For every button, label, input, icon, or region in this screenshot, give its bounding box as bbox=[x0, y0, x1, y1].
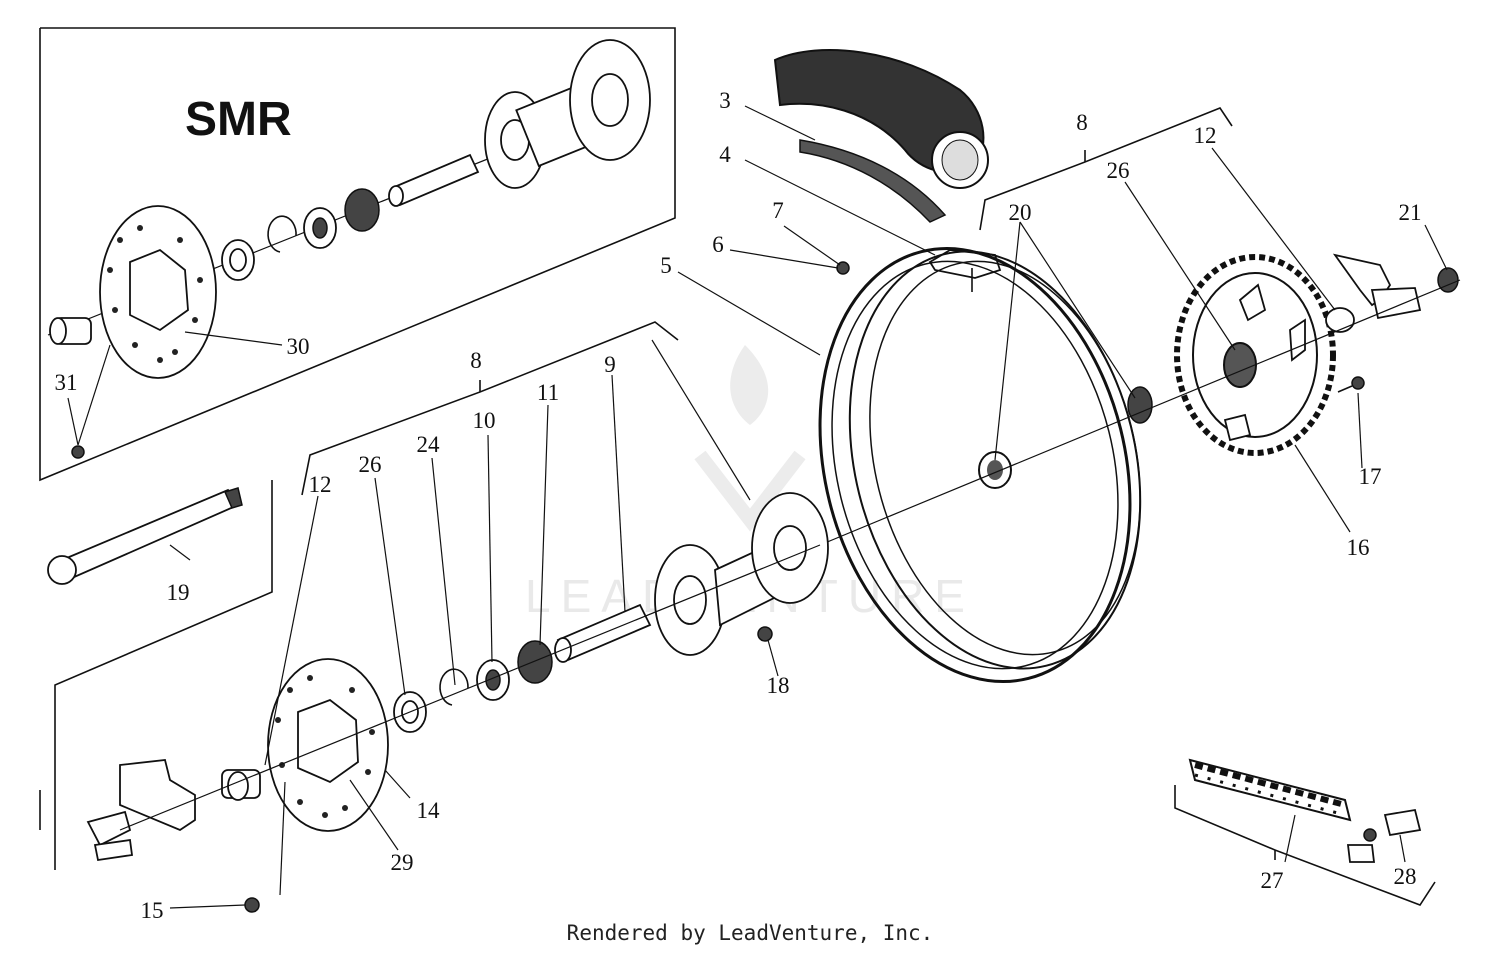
sprocket bbox=[1174, 254, 1336, 456]
inset-spacer bbox=[388, 153, 480, 207]
axle-nut bbox=[1437, 267, 1459, 293]
disc-bolt bbox=[244, 897, 260, 913]
callout-6: 6 bbox=[712, 232, 724, 257]
spacer-left bbox=[221, 769, 261, 801]
callout-31: 31 bbox=[55, 370, 78, 395]
tire bbox=[773, 49, 989, 189]
bearing bbox=[476, 659, 510, 701]
callout-11: 11 bbox=[537, 380, 559, 405]
callout-19: 19 bbox=[167, 580, 190, 605]
callout-27: 27 bbox=[1261, 868, 1284, 893]
inset-title: SMR bbox=[185, 93, 292, 146]
callout-26-right: 26 bbox=[1107, 158, 1130, 183]
needle-bearing bbox=[517, 640, 553, 684]
inset-collar bbox=[49, 317, 92, 345]
chain-adjuster-right bbox=[1332, 253, 1422, 320]
callout-24: 24 bbox=[417, 432, 441, 457]
callout-28: 28 bbox=[1394, 864, 1417, 889]
callout-labels: 3 4 5 6 7 8 8 9 10 11 12 12 14 15 16 17 … bbox=[141, 88, 1422, 923]
inset-brake-disc bbox=[99, 205, 217, 379]
callout-26-left: 26 bbox=[359, 452, 382, 477]
callout-12-left: 12 bbox=[309, 472, 332, 497]
wheel-rim bbox=[818, 246, 1142, 684]
callout-17: 17 bbox=[1359, 464, 1382, 489]
callout-15: 15 bbox=[141, 898, 164, 923]
chain-adjuster-left bbox=[86, 759, 196, 862]
callout-20: 20 bbox=[1009, 200, 1032, 225]
spacer-right bbox=[1325, 307, 1355, 333]
leader-lines bbox=[169, 105, 1448, 909]
rim-strip bbox=[799, 139, 947, 223]
callout-12-right: 12 bbox=[1194, 123, 1217, 148]
inset-seal bbox=[221, 239, 255, 281]
callout-9: 9 bbox=[604, 352, 616, 377]
master-link bbox=[1346, 808, 1422, 863]
rim-lock bbox=[928, 249, 1002, 292]
callout-14: 14 bbox=[417, 798, 441, 823]
callout-5: 5 bbox=[660, 253, 672, 278]
rear-hub bbox=[654, 492, 829, 656]
callout-18: 18 bbox=[767, 673, 790, 698]
callout-10: 10 bbox=[473, 408, 496, 433]
callout-3: 3 bbox=[719, 88, 731, 113]
drive-chain bbox=[1188, 758, 1352, 822]
callout-29: 29 bbox=[391, 850, 414, 875]
inset-circlip bbox=[267, 215, 297, 253]
inset-needle-bearing bbox=[344, 188, 380, 232]
inset-hub bbox=[484, 39, 651, 189]
smr-inset: SMR bbox=[39, 27, 676, 482]
inset-bolt bbox=[71, 445, 85, 459]
callout-8-right: 8 bbox=[1076, 110, 1088, 135]
circlip bbox=[439, 668, 469, 706]
callout-7: 7 bbox=[772, 198, 784, 223]
callout-21: 21 bbox=[1399, 200, 1422, 225]
callout-16: 16 bbox=[1347, 535, 1370, 560]
sprocket-bolt bbox=[1337, 376, 1365, 393]
callout-8-left: 8 bbox=[470, 348, 482, 373]
inset-bearing bbox=[303, 207, 337, 249]
rear-axle bbox=[47, 487, 243, 585]
callout-4: 4 bbox=[719, 142, 731, 167]
render-credit: Rendered by LeadVenture, Inc. bbox=[567, 921, 934, 945]
callout-30: 30 bbox=[287, 334, 310, 359]
hub-nut bbox=[757, 626, 773, 642]
